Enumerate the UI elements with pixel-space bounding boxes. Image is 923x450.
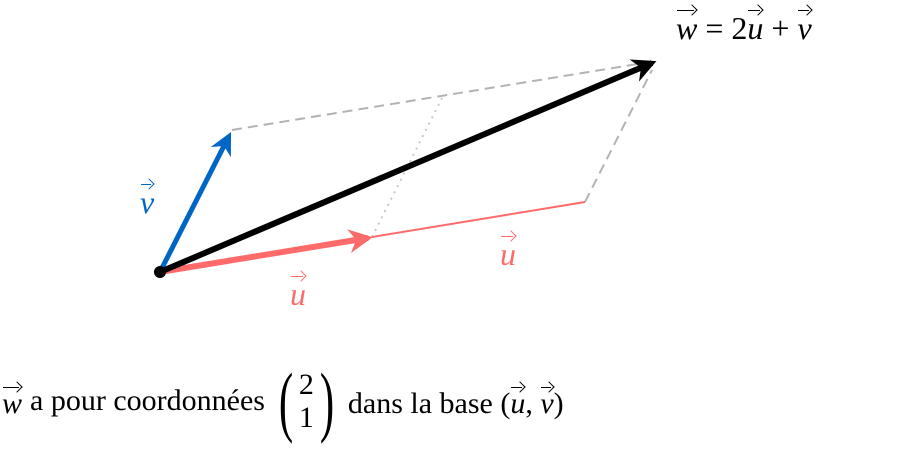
coordinate-matrix: ( 2 1 ) (278, 357, 335, 444)
coord-x: 2 (298, 368, 314, 401)
plus-sign: + (771, 10, 790, 46)
parallelogram-right-dashed (584, 69, 653, 203)
vec-v: v (140, 180, 154, 218)
vec-v: v (797, 6, 812, 44)
equation: w = 2u + v (676, 6, 812, 44)
vec-u: u (510, 383, 525, 419)
parallelogram-top-dashed (231, 61, 651, 131)
coefficient: 2 (731, 10, 748, 46)
caption-base-text: dans la base ( (347, 387, 511, 420)
vec-u: u (500, 232, 516, 270)
caption: w a pour coordonnées ( 2 1 ) dans la bas… (2, 362, 564, 440)
second-u-segment (371, 201, 586, 238)
label-u: u (290, 272, 306, 310)
vec-v: v (540, 383, 554, 419)
vector-v-arrow (157, 131, 232, 274)
comma: , (525, 387, 533, 420)
origin-point (154, 266, 166, 278)
vector-u-arrow (159, 229, 373, 275)
vector-w-arrow (158, 59, 657, 275)
equals-sign: = (705, 10, 724, 46)
vec-u: u (290, 272, 306, 310)
coord-y: 1 (298, 401, 314, 434)
caption-text: a pour coordonnées (30, 384, 265, 417)
vec-w: w (676, 6, 697, 44)
vec-u: u (747, 6, 763, 44)
close-paren: ) (553, 387, 564, 420)
label-u-second: u (500, 232, 516, 270)
vec-w: w (2, 383, 22, 419)
label-v: v (140, 180, 154, 218)
